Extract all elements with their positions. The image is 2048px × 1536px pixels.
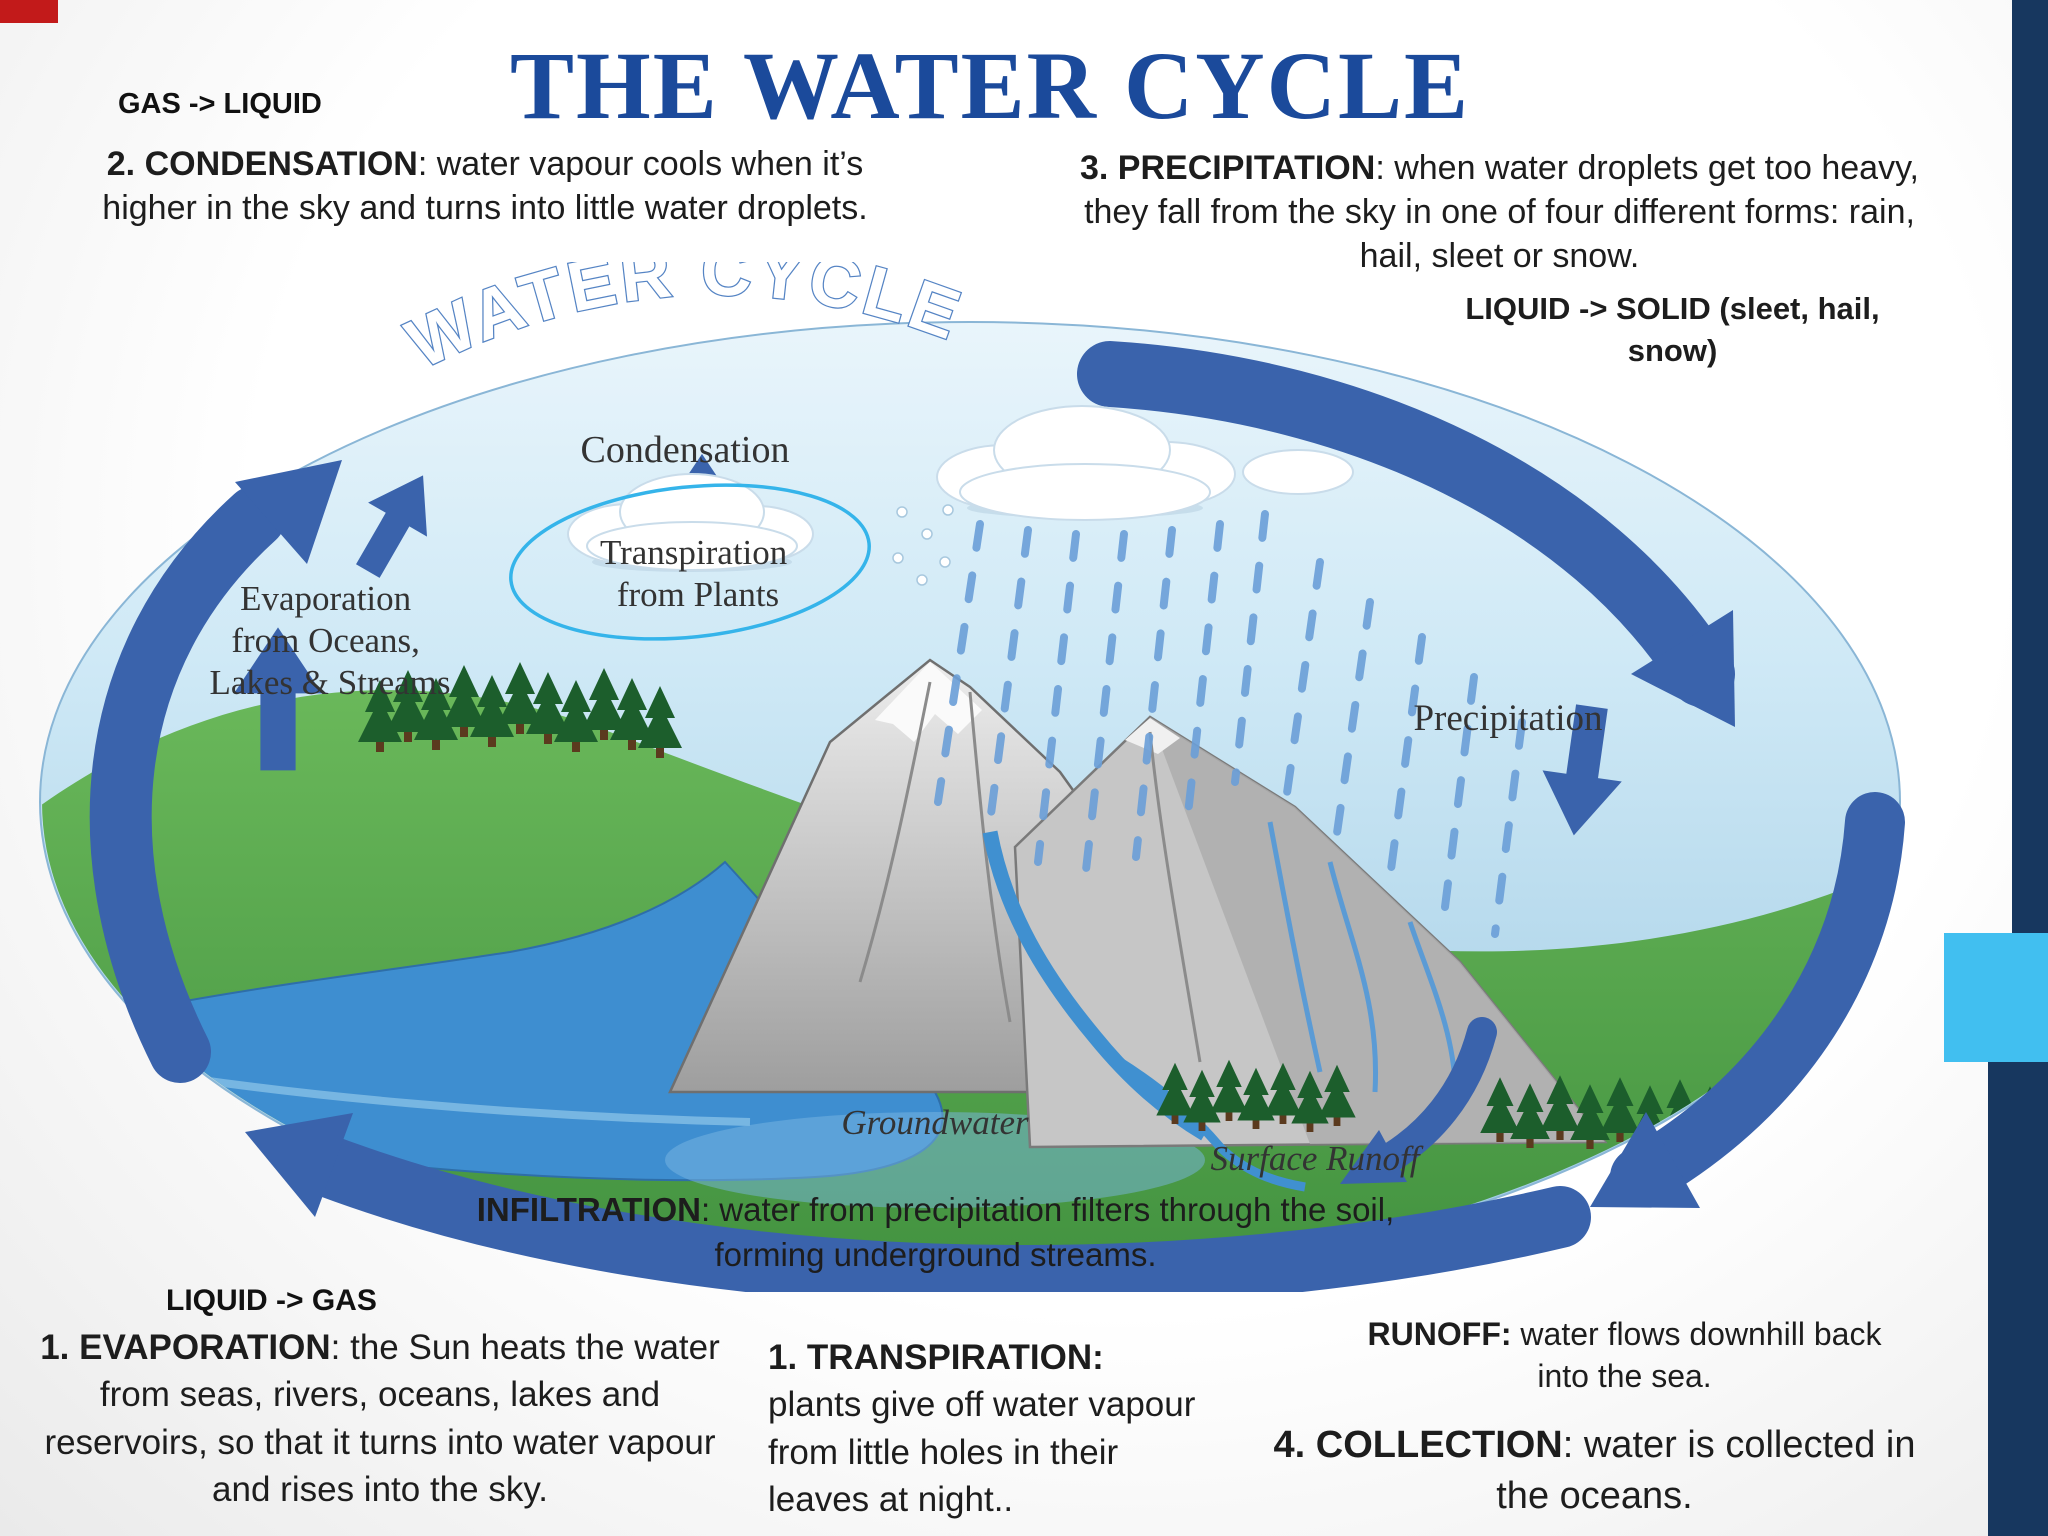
liquid-to-solid-label: LIQUID -> SOLID (sleet, hail, snow)	[1465, 291, 1880, 368]
condensation-text: : water vapour cools when it’s higher in…	[102, 145, 868, 228]
condensation-label: Condensation	[581, 429, 790, 471]
infiltration-term: INFILTRATION	[476, 1191, 701, 1228]
precipitation-text: : when water droplets get too heavy, the…	[1084, 149, 1919, 276]
snow-dots	[892, 504, 954, 586]
cycle-arrows	[89, 341, 1905, 1292]
condensation-term: 2. CONDENSATION	[106, 145, 418, 183]
transpiration-text: plants give off water vapour from little…	[768, 1385, 1196, 1519]
runoff-arrow-icon	[1363, 1017, 1497, 1180]
evaporation-text: : the Sun heats the water from seas, riv…	[44, 1328, 720, 1509]
condensation-definition: 2. CONDENSATION: water vapour cools when…	[60, 142, 910, 230]
transpiration-highlight-ellipse	[509, 483, 871, 641]
precipitation-term: 3. PRECIPITATION	[1079, 149, 1376, 187]
precipitation-definition: 3. PRECIPITATION: when water droplets ge…	[1052, 146, 1947, 279]
evaporation-definition: 1. EVAPORATION: the Sun heats the water …	[30, 1324, 730, 1513]
infiltration-text: : water from precipitation filters throu…	[700, 1191, 1395, 1273]
snow-cap	[875, 662, 982, 742]
collection-text: : water is collected in the oceans.	[1496, 1424, 1916, 1518]
cycle-arrow-left-icon	[89, 486, 286, 1083]
collection-term: 4. COLLECTION	[1273, 1424, 1563, 1466]
transpiration-term: 1. TRANSPIRATION:	[768, 1338, 1104, 1377]
water-cycle-diagram: Condensation Evaporation from Oceans, La…	[39, 262, 1905, 1292]
collection-definition: 4. COLLECTION: water is collected in the…	[1262, 1420, 1927, 1523]
rain-streaks	[934, 510, 1526, 938]
cycle-arrow-right-icon	[1610, 792, 1905, 1207]
transpiration-label: Transpiration from Plants	[600, 533, 796, 614]
runoff-term: RUNOFF:	[1367, 1316, 1512, 1352]
page-title: THE WATER CYCLE	[510, 32, 1470, 139]
process-arrows	[234, 453, 1632, 1184]
runoff-stream	[1117, 1058, 1306, 1192]
gas-to-liquid-label: GAS -> LIQUID	[118, 88, 322, 120]
right-navy-block	[1988, 1062, 2048, 1536]
red-corner-accent	[0, 0, 58, 23]
condensation-cloud-icon	[567, 473, 814, 572]
transpiration-definition: 1. TRANSPIRATION: plants give off water …	[768, 1334, 1203, 1523]
cycle-arrowheads	[235, 460, 1735, 1217]
precipitation-label: Precipitation	[1413, 698, 1602, 739]
runoff-text: water flows downhill back into the sea.	[1511, 1316, 1882, 1394]
rain-cloud-icon	[936, 405, 1354, 521]
evaporation-term: 1. EVAPORATION	[40, 1328, 331, 1367]
infiltration-definition: INFILTRATION: water from precipitation f…	[428, 1188, 1443, 1277]
mountain-crevices	[858, 681, 1202, 1063]
groundwater-label: Groundwater	[841, 1103, 1029, 1142]
evaporation-label: Evaporation from Oceans, Lakes & Streams	[209, 579, 450, 702]
liquid-to-gas-label: LIQUID -> GAS	[166, 1284, 377, 1317]
cycle-arrow-bottom-icon	[299, 1136, 1591, 1292]
runoff-definition: RUNOFF: water flows downhill back into t…	[1342, 1314, 1907, 1397]
surface-runoff-label: Surface Runoff	[1211, 1139, 1424, 1178]
right-light-blue-block	[1944, 933, 2048, 1062]
cycle-arrow-topright-icon	[1077, 341, 1735, 707]
